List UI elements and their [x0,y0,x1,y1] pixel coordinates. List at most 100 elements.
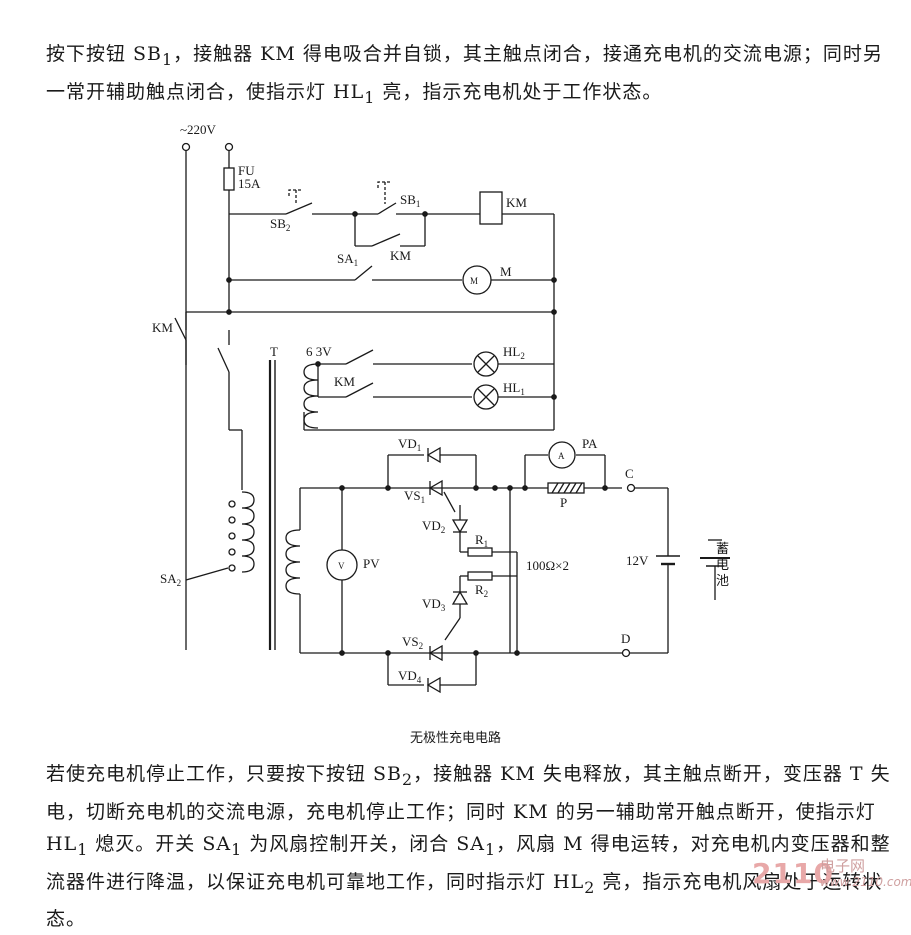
svg-text:VD2: VD2 [422,518,445,535]
resistor-r1 [467,547,493,557]
label-sb2: SB [270,216,286,231]
p1-text-b: ，接触器 KM 得电吸合并自锁，其主触点闭合，接通充电机的交流电源；同时另一常开… [46,43,883,103]
label-shunt: P [560,495,567,510]
km-main-contact-1 [174,317,187,341]
p1-text-a: 按下按钮 SB [46,43,163,65]
label-supply: ~220V [180,122,217,137]
label-pa: PA [582,436,598,451]
label-hl2-sub: 2 [520,351,525,361]
label-km-lamp: KM [334,374,355,389]
p2-sub-hl2: 2 [584,877,596,897]
label-terminal-d: D [621,631,630,646]
diode-vd4 [426,676,441,694]
label-r2-sub: 2 [484,589,489,599]
km-main-contact-2 [217,347,230,373]
svg-text:R1: R1 [475,532,488,549]
p2-sub-sa-b: 1 [485,839,497,859]
label-km-coil: KM [506,195,527,210]
label-r1-sub: 1 [484,539,489,549]
secondary-winding-charge [285,529,301,595]
svg-text:SA1: SA1 [337,251,358,268]
watermark-url: www.2110.com [820,875,911,889]
label-r1: R [475,532,484,547]
km-coil [479,191,503,225]
svg-text:VS2: VS2 [402,634,423,651]
label-vs1-sub: 1 [421,495,426,505]
label-pv: PV [363,556,380,571]
svg-text:SB1: SB1 [400,192,420,209]
label-sb1: SB [400,192,416,207]
label-transformer: T [270,344,278,359]
svg-text:SA2: SA2 [160,571,181,588]
label-battery-2: 电 [716,558,729,573]
svg-text:HL1: HL1 [503,380,525,397]
label-fan-symbol: M [470,276,478,286]
sa1-lamp-contact [345,349,374,365]
sb2-contact [285,202,313,215]
label-resistor-value: 100Ω×2 [526,558,569,573]
site-watermark: 2110 电子网 www.2110.com [752,855,911,893]
sa2-winding [241,491,255,573]
svg-text:VS1: VS1 [404,488,425,505]
watermark-name: 电子网 [820,857,866,875]
p2-text-b: ，接触器 KM 失电释放，其主触点断开，变压器 T 失电，切断充电机的交流电源，… [46,763,891,855]
watermark-number: 2110 [752,857,834,890]
label-terminal-c: C [625,466,634,481]
label-battery-1: 蓄 [716,542,729,557]
label-voltmeter-symbol: V [338,561,345,571]
terminal-left [181,142,191,152]
paragraph-stop: 若使充电机停止工作，只要按下按钮 SB2，接触器 KM 失电释放，其主触点断开，… [46,758,896,935]
label-vs2-sub: 2 [419,641,424,651]
label-sa1: SA [337,251,354,266]
label-sb1-sub: 1 [416,199,421,209]
p1-sub-sb: 1 [162,49,174,69]
label-ammeter-symbol: A [558,451,565,461]
diode-vd3 [451,590,469,605]
label-vd3: VD [422,596,441,611]
label-vd2: VD [422,518,441,533]
label-vs1: VS [404,488,421,503]
sb1-contact [377,202,397,215]
km-hold-contact [371,233,401,247]
paragraph-start: 按下按钮 SB1，接触器 KM 得电吸合并自锁，其主触点闭合，接通充电机的交流电… [46,38,896,114]
km-lamp-contact [345,382,374,398]
label-hl2: HL [503,344,520,359]
sa2-selector [185,567,229,581]
p2-text-c: 熄灭。开关 SA [88,832,232,855]
label-vd3-sub: 3 [441,603,446,613]
svg-text:VD1: VD1 [398,436,421,453]
label-hl1: HL [503,380,520,395]
label-sa1-sub: 1 [354,258,359,268]
p2-sub-sb: 2 [402,769,414,789]
p1-text-c: 亮，指示充电机处于工作状态。 [375,80,663,103]
label-fuse: FU [238,163,255,178]
label-sa2-sub: 2 [177,578,182,588]
terminal-right [224,142,234,152]
resistor-r2 [467,571,493,581]
label-vs2: VS [402,634,419,649]
p2-text-a: 若使充电机停止工作，只要按下按钮 SB [46,763,403,785]
label-km-hold: KM [390,248,411,263]
scr-vs2 [428,644,443,662]
scr-vs1 [428,479,443,497]
label-vd2-sub: 2 [441,525,446,535]
label-sa2: SA [160,571,177,586]
p2-text-d: 为风扇控制开关，闭合 SA [242,832,485,855]
label-vd1: VD [398,436,417,451]
figure-caption: 无极性充电电路 [409,731,501,746]
label-fuse-rating: 15A [238,176,261,191]
label-r2: R [475,582,484,597]
terminal-c [626,483,636,493]
diode-vd2 [451,519,469,534]
label-km-main: KM [152,320,173,335]
sa1-switch [354,265,373,281]
p2-sub-hl1: 1 [77,839,89,859]
label-fan: M [500,264,512,279]
label-sb2-sub: 2 [286,223,291,233]
svg-text:VD4: VD4 [398,668,422,685]
secondary-winding-63v [303,363,319,429]
label-vd1-sub: 1 [417,443,422,453]
svg-text:R2: R2 [475,582,488,599]
ammeter-pa [548,441,576,469]
label-12v: 12V [626,553,649,568]
